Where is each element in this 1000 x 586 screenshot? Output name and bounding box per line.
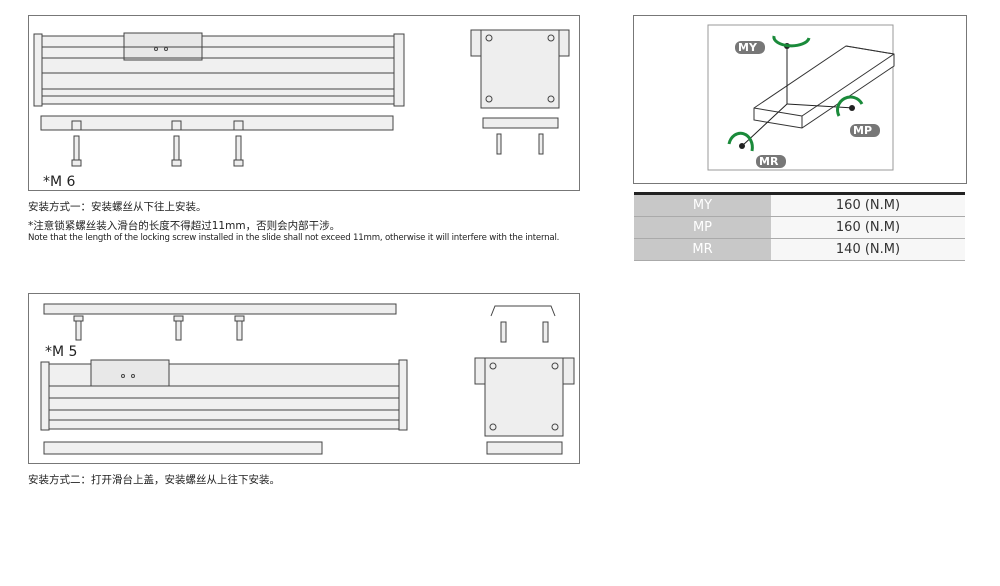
my-label: MY: [738, 41, 758, 54]
method2-caption: 安装方式二：打开滑台上盖，安装螺丝从上往下安装。: [28, 474, 280, 486]
mr-label: MR: [759, 155, 779, 168]
method1-note-cn: *注意锁紧螺丝装入滑台的长度不得超过11mm，否则会内部干涉。: [28, 220, 341, 232]
moment-name: MR: [634, 238, 771, 261]
moment-name: MY: [634, 193, 771, 217]
mp-label: MP: [853, 124, 872, 137]
linear-module-side-view: *M 6: [33, 29, 570, 190]
moment-value: 160 (N.M): [771, 193, 965, 217]
linear-module-top-install-view: *M 5: [40, 303, 575, 455]
moment-value: 160 (N.M): [771, 216, 965, 239]
moment-diagram: MY MP MR: [633, 15, 967, 184]
method2-drawing: *M 5: [28, 293, 580, 464]
m5-label: *M 5: [45, 344, 77, 360]
method1-caption: 安装方式一：安装螺丝从下往上安装。: [28, 201, 207, 213]
method1-drawing: *M 6: [28, 15, 580, 191]
method1-note-en: Note that the length of the locking scre…: [28, 233, 560, 243]
moment-value: 140 (N.M): [771, 238, 965, 261]
moment-name: MP: [634, 216, 771, 239]
m6-label: *M 6: [43, 174, 76, 190]
